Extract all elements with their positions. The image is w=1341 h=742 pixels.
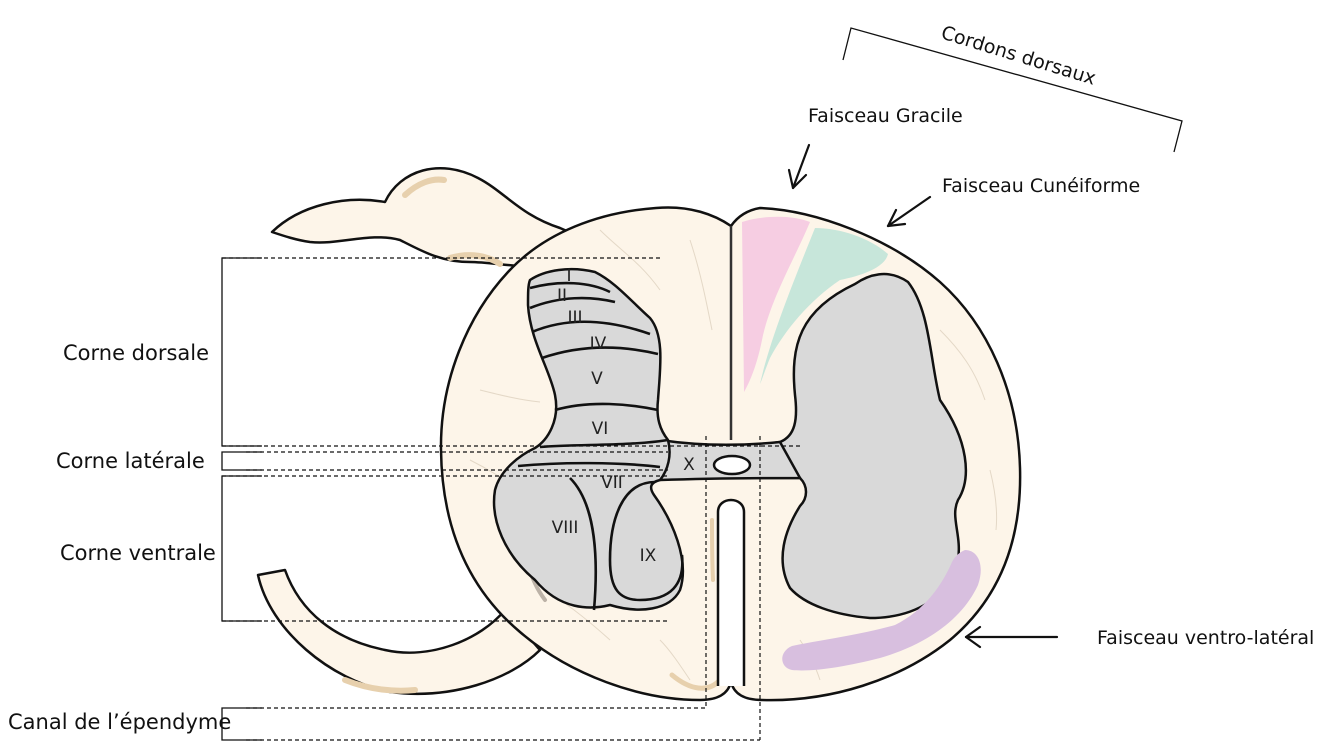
lateral-horn-label: Corne latérale [56,449,205,473]
lamina-label-vii: VII [601,473,623,493]
dorsal-columns-label: Cordons dorsaux [939,22,1099,90]
lamina-label-viii: VIII [552,518,579,538]
ventral-median-fissure [718,500,744,686]
gracile-tract-label: Faisceau Gracile [808,105,963,127]
central-canal [714,456,750,474]
lamina-label-iii: III [567,308,582,328]
ventrolateral-tract-label: Faisceau ventro-latéral [1097,627,1314,649]
lamina-label-ix: IX [640,546,657,566]
ventrolateral-pointer-arrow [966,627,1057,647]
dorsal-horn-label: Corne dorsale [63,341,209,365]
region-brackets [222,258,262,740]
gracile-pointer-arrow [789,145,809,188]
lamina-label-v: V [591,369,603,389]
lamina-label-iv: IV [590,334,607,354]
lamina-label-x: X [683,455,695,475]
lamina-label-vi: VI [592,419,609,439]
cuneate-pointer-arrow [888,197,930,226]
cuneate-tract-label: Faisceau Cunéiforme [942,175,1140,197]
central-canal-label: Canal de l’épendyme [8,710,231,734]
lamina-label-ii: II [557,286,567,306]
ventral-horn-label: Corne ventrale [60,541,216,565]
lamina-label-i: I [566,266,571,286]
